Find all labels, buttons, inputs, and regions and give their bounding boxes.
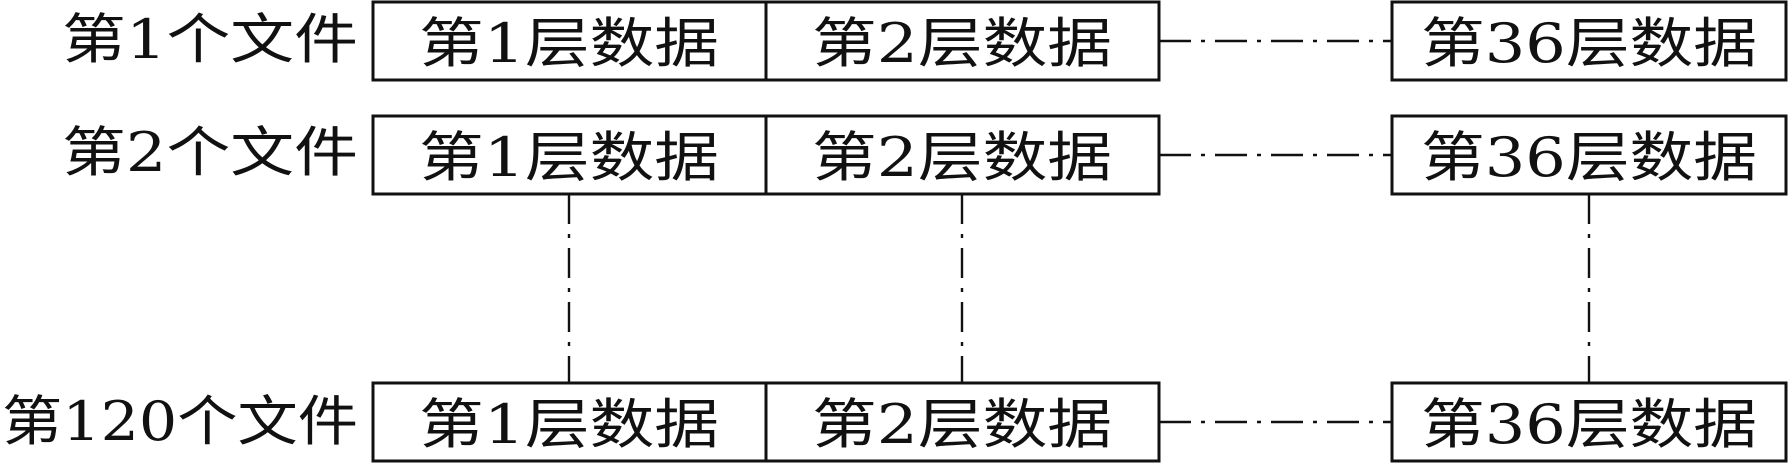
file-row-120: 第120个文件 第1层数据 第2层数据 第36层数据 (2, 381, 1788, 463)
file-label-2: 第2个文件 (62, 121, 358, 184)
file-120-layer-1-cell: 第1层数据 (419, 393, 719, 456)
file-row-1: 第1个文件 第1层数据 第2层数据 第36层数据 (62, 0, 1788, 82)
file-row-2: 第2个文件 第1层数据 第2层数据 第36层数据 (62, 114, 1788, 196)
file-120-last-block (1390, 381, 1788, 463)
file-1-layer-2-cell: 第2层数据 (812, 12, 1112, 75)
file-2-last-block (1390, 114, 1788, 196)
file-label-1: 第1个文件 (62, 8, 358, 71)
file-1-layer-1-cell: 第1层数据 (419, 12, 719, 75)
file-1-layer-36-cell: 第36层数据 (1421, 12, 1757, 75)
file-label-120: 第120个文件 (2, 390, 358, 453)
vertical-ellipsis-connectors (567, 194, 1591, 383)
file-120-layer-36-cell: 第36层数据 (1421, 393, 1757, 456)
file-2-layer-2-cell: 第2层数据 (812, 126, 1112, 189)
file-120-layer-2-cell: 第2层数据 (812, 393, 1112, 456)
file-2-layer-1-cell: 第1层数据 (419, 126, 719, 189)
file-1-last-block (1390, 0, 1788, 82)
file-2-layer-36-cell: 第36层数据 (1421, 126, 1757, 189)
